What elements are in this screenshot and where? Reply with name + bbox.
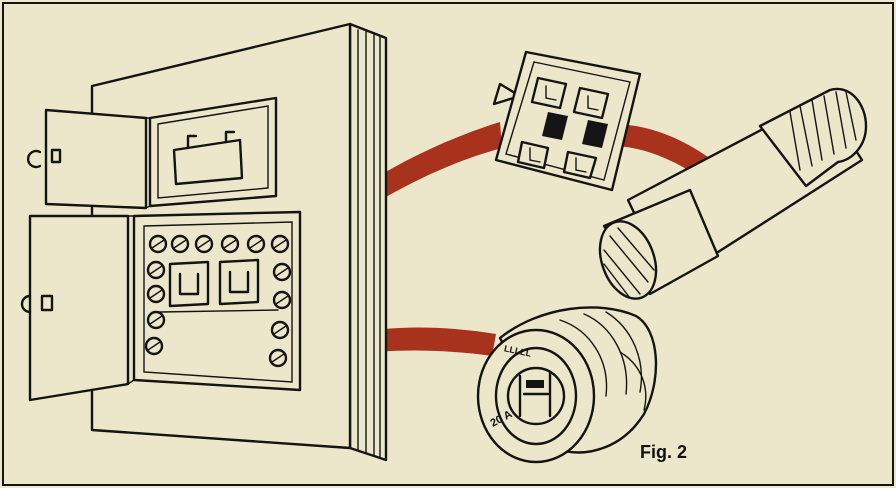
plug-fuse-icon [478, 307, 656, 462]
meter-window [150, 98, 276, 206]
fuse-panel-icon [22, 24, 386, 460]
cartridge-fuse-icon [590, 89, 866, 307]
figure-caption: Fig. 2 [640, 442, 687, 463]
breaker-switch-icon [494, 52, 640, 190]
